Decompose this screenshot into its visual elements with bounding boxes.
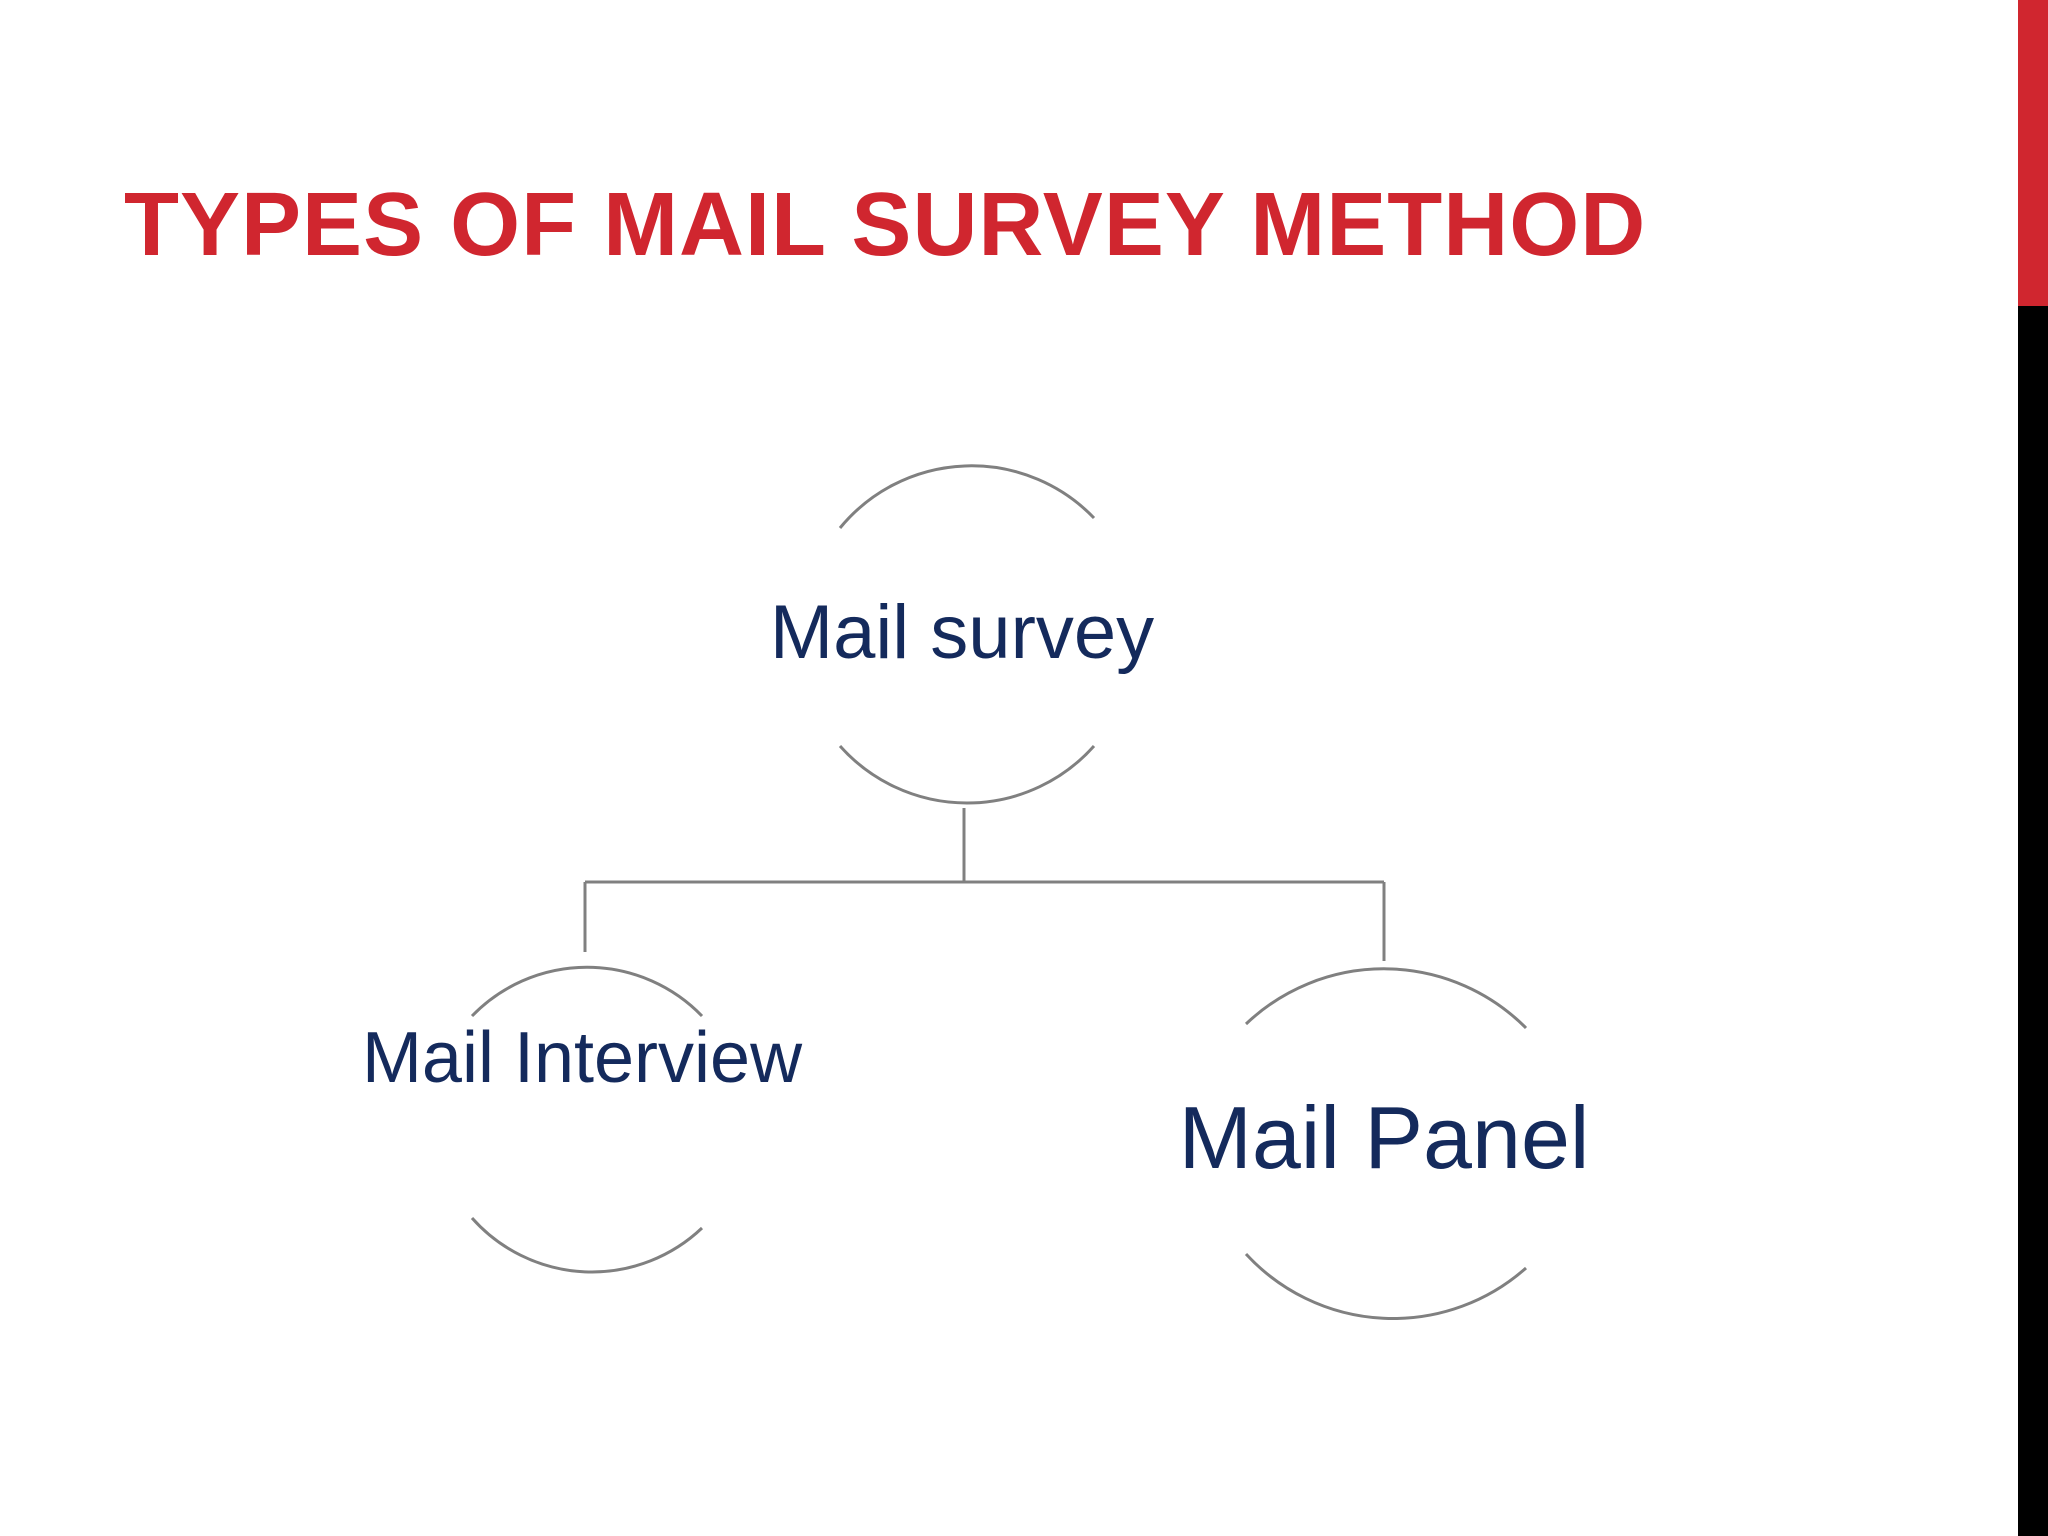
left-node-top-arc xyxy=(470,965,704,1018)
root-node-bottom-arc xyxy=(838,745,1096,805)
left-node-label: Mail Interview xyxy=(362,1018,803,1098)
right-node-label: Mail Panel xyxy=(1179,1088,1590,1187)
right-node-bottom-arc xyxy=(1244,1252,1527,1320)
left-node-bottom-arc xyxy=(470,1217,704,1274)
slide-title: TYPES OF MAIL SURVEY METHOD xyxy=(124,175,1647,275)
right-node-top-arc xyxy=(1244,967,1528,1030)
root-node-top-arc xyxy=(838,464,1096,529)
root-node-label: Mail survey xyxy=(770,590,1154,675)
edge-accent-bar-black xyxy=(2018,306,2048,1536)
edge-accent-bar-red xyxy=(2018,0,2048,306)
